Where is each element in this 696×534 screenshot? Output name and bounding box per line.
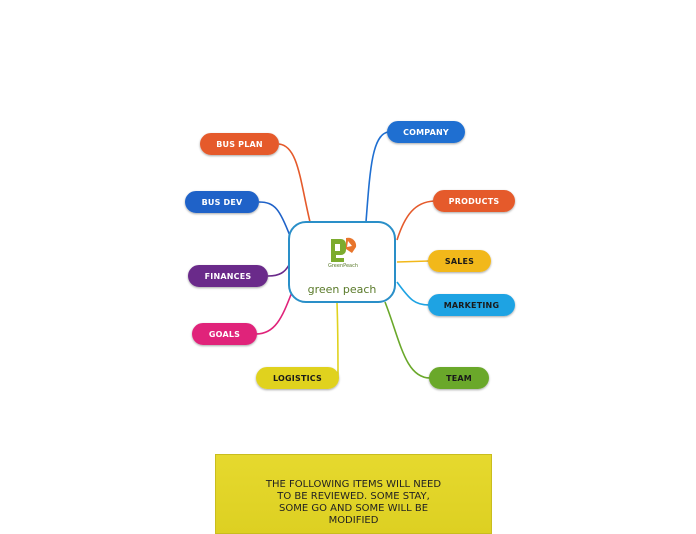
topic-sales[interactable]: SALES xyxy=(428,250,491,272)
topic-bus-plan[interactable]: BUS PLAN xyxy=(200,133,279,155)
topic-products-label: PRODUCTS xyxy=(448,196,500,206)
connector-goals xyxy=(255,291,293,335)
topic-team[interactable]: TEAM xyxy=(429,367,489,389)
topic-logistics[interactable]: LOGISTICS xyxy=(256,367,339,389)
topic-marketing[interactable]: MARKETING xyxy=(428,294,515,316)
connector-finances xyxy=(267,264,290,277)
topic-finances-label: FINANCES xyxy=(204,271,252,281)
topic-goals[interactable]: GOALS xyxy=(192,323,257,345)
review-note-text: THE FOLLOWING ITEMS WILL NEED TO BE REVI… xyxy=(265,479,442,526)
connector-logistics xyxy=(336,302,339,379)
mind-map-canvas: GreenPeach green peach COMPANY PRODUCTS … xyxy=(185,121,515,534)
topic-bus-dev[interactable]: BUS DEV xyxy=(185,191,259,213)
topic-logistics-label: LOGISTICS xyxy=(273,373,322,383)
topic-finances[interactable]: FINANCES xyxy=(188,265,268,287)
svg-text:GreenPeach: GreenPeach xyxy=(328,263,358,269)
review-note[interactable]: THE FOLLOWING ITEMS WILL NEED TO BE REVI… xyxy=(215,454,492,534)
topic-company[interactable]: COMPANY xyxy=(387,121,465,143)
connector-products xyxy=(396,200,435,241)
connector-bus-dev xyxy=(258,201,291,237)
connector-bus-plan xyxy=(278,143,311,223)
central-topic-label: green peach xyxy=(307,283,377,296)
topic-products[interactable]: PRODUCTS xyxy=(433,190,515,212)
topic-bus-plan-label: BUS PLAN xyxy=(216,139,263,149)
connector-company xyxy=(365,131,389,223)
connector-sales xyxy=(396,260,430,263)
topic-bus-dev-label: BUS DEV xyxy=(201,197,243,207)
connector-marketing xyxy=(396,281,430,306)
topic-company-label: COMPANY xyxy=(403,127,449,137)
topic-team-label: TEAM xyxy=(446,373,472,383)
topic-goals-label: GOALS xyxy=(208,329,241,339)
connector-lines xyxy=(255,131,435,379)
topic-sales-label: SALES xyxy=(444,256,475,266)
connector-team xyxy=(384,301,431,379)
topic-marketing-label: MARKETING xyxy=(443,300,500,310)
central-topic[interactable]: GreenPeach green peach xyxy=(288,221,396,303)
green-peach-logo: GreenPeach xyxy=(328,237,358,269)
